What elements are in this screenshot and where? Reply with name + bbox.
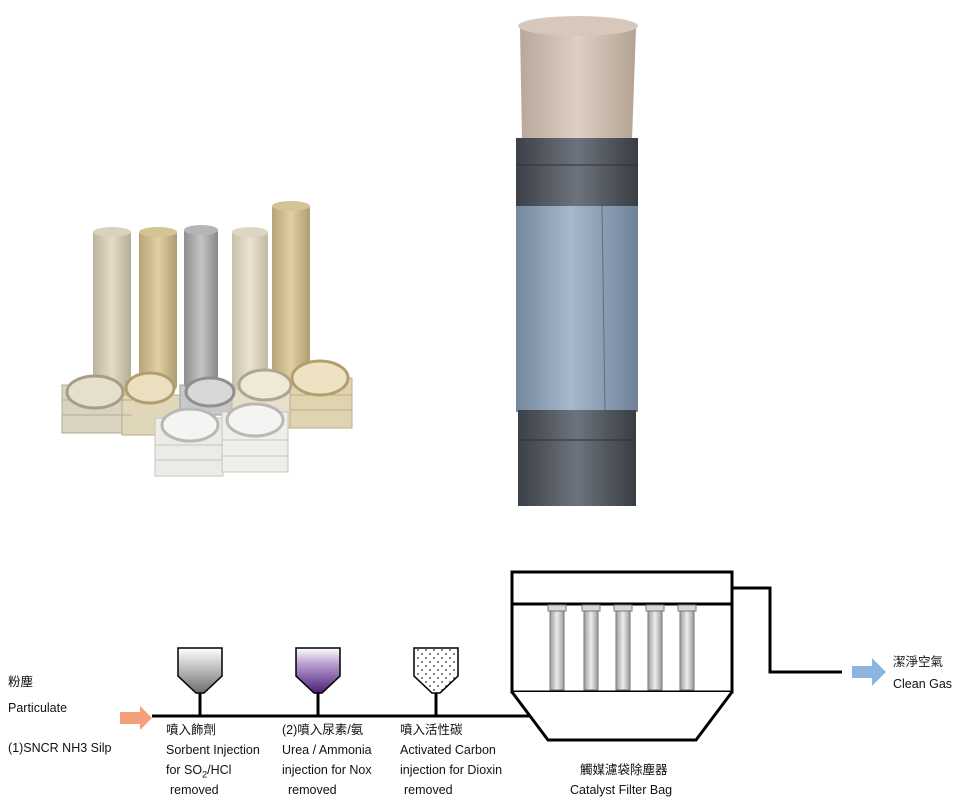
- sorbent-label-1: Sorbent Injection: [166, 743, 260, 757]
- particulate-label-cn: 粉塵: [8, 675, 34, 689]
- filter-tube-icons: [547, 604, 697, 691]
- urea-label-1: Urea / Ammonia: [282, 743, 372, 757]
- catalyst-bag-photo: [516, 16, 638, 506]
- filter-bags-photo: [61, 201, 353, 477]
- inlet-arrow-icon: [120, 706, 152, 730]
- flow-diagram: [120, 570, 886, 742]
- particulate-label: Particulate: [8, 701, 68, 715]
- carbon-label-1: Activated Carbon: [400, 743, 496, 757]
- filter-label: Catalyst Filter Bag: [570, 783, 673, 797]
- urea-label-2: injection for Nox: [282, 763, 372, 777]
- sorbent-label-2: for SO2/HCl: [166, 763, 232, 780]
- clean-gas-label: Clean Gas: [893, 677, 953, 691]
- carbon-label-cn: 噴入活性碳: [400, 723, 463, 737]
- sorbent-hopper-icon: [177, 647, 223, 716]
- filter-label-cn: 觸媒濾袋除塵器: [580, 763, 668, 777]
- outlet-arrow-icon: [852, 658, 886, 686]
- baghouse-icon: [510, 570, 842, 742]
- sncr-label: (1)SNCR NH3 Silp: [8, 741, 112, 755]
- carbon-hopper-icon: [413, 647, 459, 716]
- urea-label-cn: (2)噴入尿素/氨: [282, 723, 364, 737]
- urea-label-3: removed: [288, 783, 337, 797]
- carbon-label-2: injection for Dioxin: [400, 763, 503, 777]
- carbon-label-3: removed: [404, 783, 453, 797]
- sorbent-label-cn: 噴入飾劑: [166, 723, 217, 737]
- sorbent-label-3: removed: [170, 783, 219, 797]
- clean-gas-label-cn: 潔淨空氣: [893, 655, 944, 669]
- urea-hopper-icon: [295, 647, 341, 716]
